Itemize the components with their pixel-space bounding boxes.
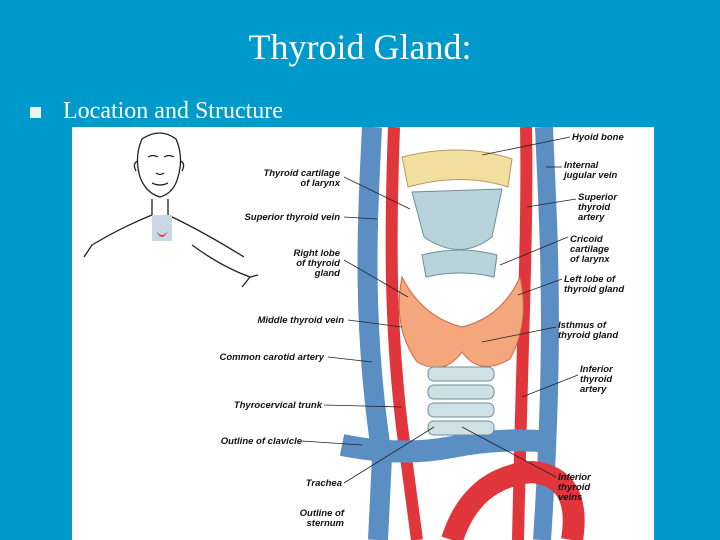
thyroid-cartilage — [411, 188, 503, 250]
left-jugular-vein — [533, 127, 559, 540]
label-trachea: Trachea — [305, 478, 342, 489]
leader-lines — [301, 136, 579, 484]
label-superior-thyroid-artery: Superior thyroid artery — [578, 192, 618, 223]
label-right-lobe: Right lobe of thyroid gland — [293, 248, 340, 279]
aortic-arch — [441, 460, 585, 540]
bullet-item: Location and Structure — [30, 98, 283, 125]
right-carotid-artery — [385, 127, 423, 540]
body-outline-sketch — [83, 132, 259, 288]
thyroid-gland — [398, 275, 524, 369]
label-thyroid-cartilage: Thyroid cartilage of larynx — [263, 168, 340, 189]
label-internal-jugular: Internal jugular vein — [564, 160, 618, 181]
hyoid-bone — [401, 149, 513, 188]
label-common-carotid: Common carotid artery — [219, 352, 324, 363]
label-inferior-thyroid-artery: Inferior thyroid artery — [580, 364, 613, 395]
square-bullet-icon — [30, 107, 41, 118]
label-thyrocervical: Thyrocervical trunk — [233, 400, 322, 411]
slide-title: Thyroid Gland: — [248, 27, 472, 67]
label-hyoid-bone: Hyoid bone — [572, 132, 624, 143]
label-inferior-thyroid-veins: Inferior thyroid veins — [558, 472, 591, 503]
thyroid-anatomy-figure: Thyroid cartilage of larynx Superior thy… — [72, 127, 654, 540]
label-isthmus: Isthmus of thyroid gland — [558, 320, 619, 341]
bullet-text: Location and Structure — [63, 98, 283, 124]
anatomy-illustration — [83, 127, 585, 540]
subclavian-vein — [339, 429, 554, 463]
label-middle-thyroid-vein: Middle thyroid vein — [257, 315, 344, 326]
trachea — [427, 366, 495, 436]
label-superior-thyroid-vein: Superior thyroid vein — [244, 212, 340, 223]
sketch-thyroid-box — [152, 215, 172, 241]
right-jugular-vein — [357, 127, 393, 540]
label-left-lobe: Left lobe of thyroid gland — [564, 274, 625, 295]
label-clavicle: Outline of clavicle — [220, 436, 302, 447]
label-sternum: Outline of sternum — [299, 508, 344, 529]
label-cricoid: Cricoid cartilage of larynx — [570, 234, 610, 265]
